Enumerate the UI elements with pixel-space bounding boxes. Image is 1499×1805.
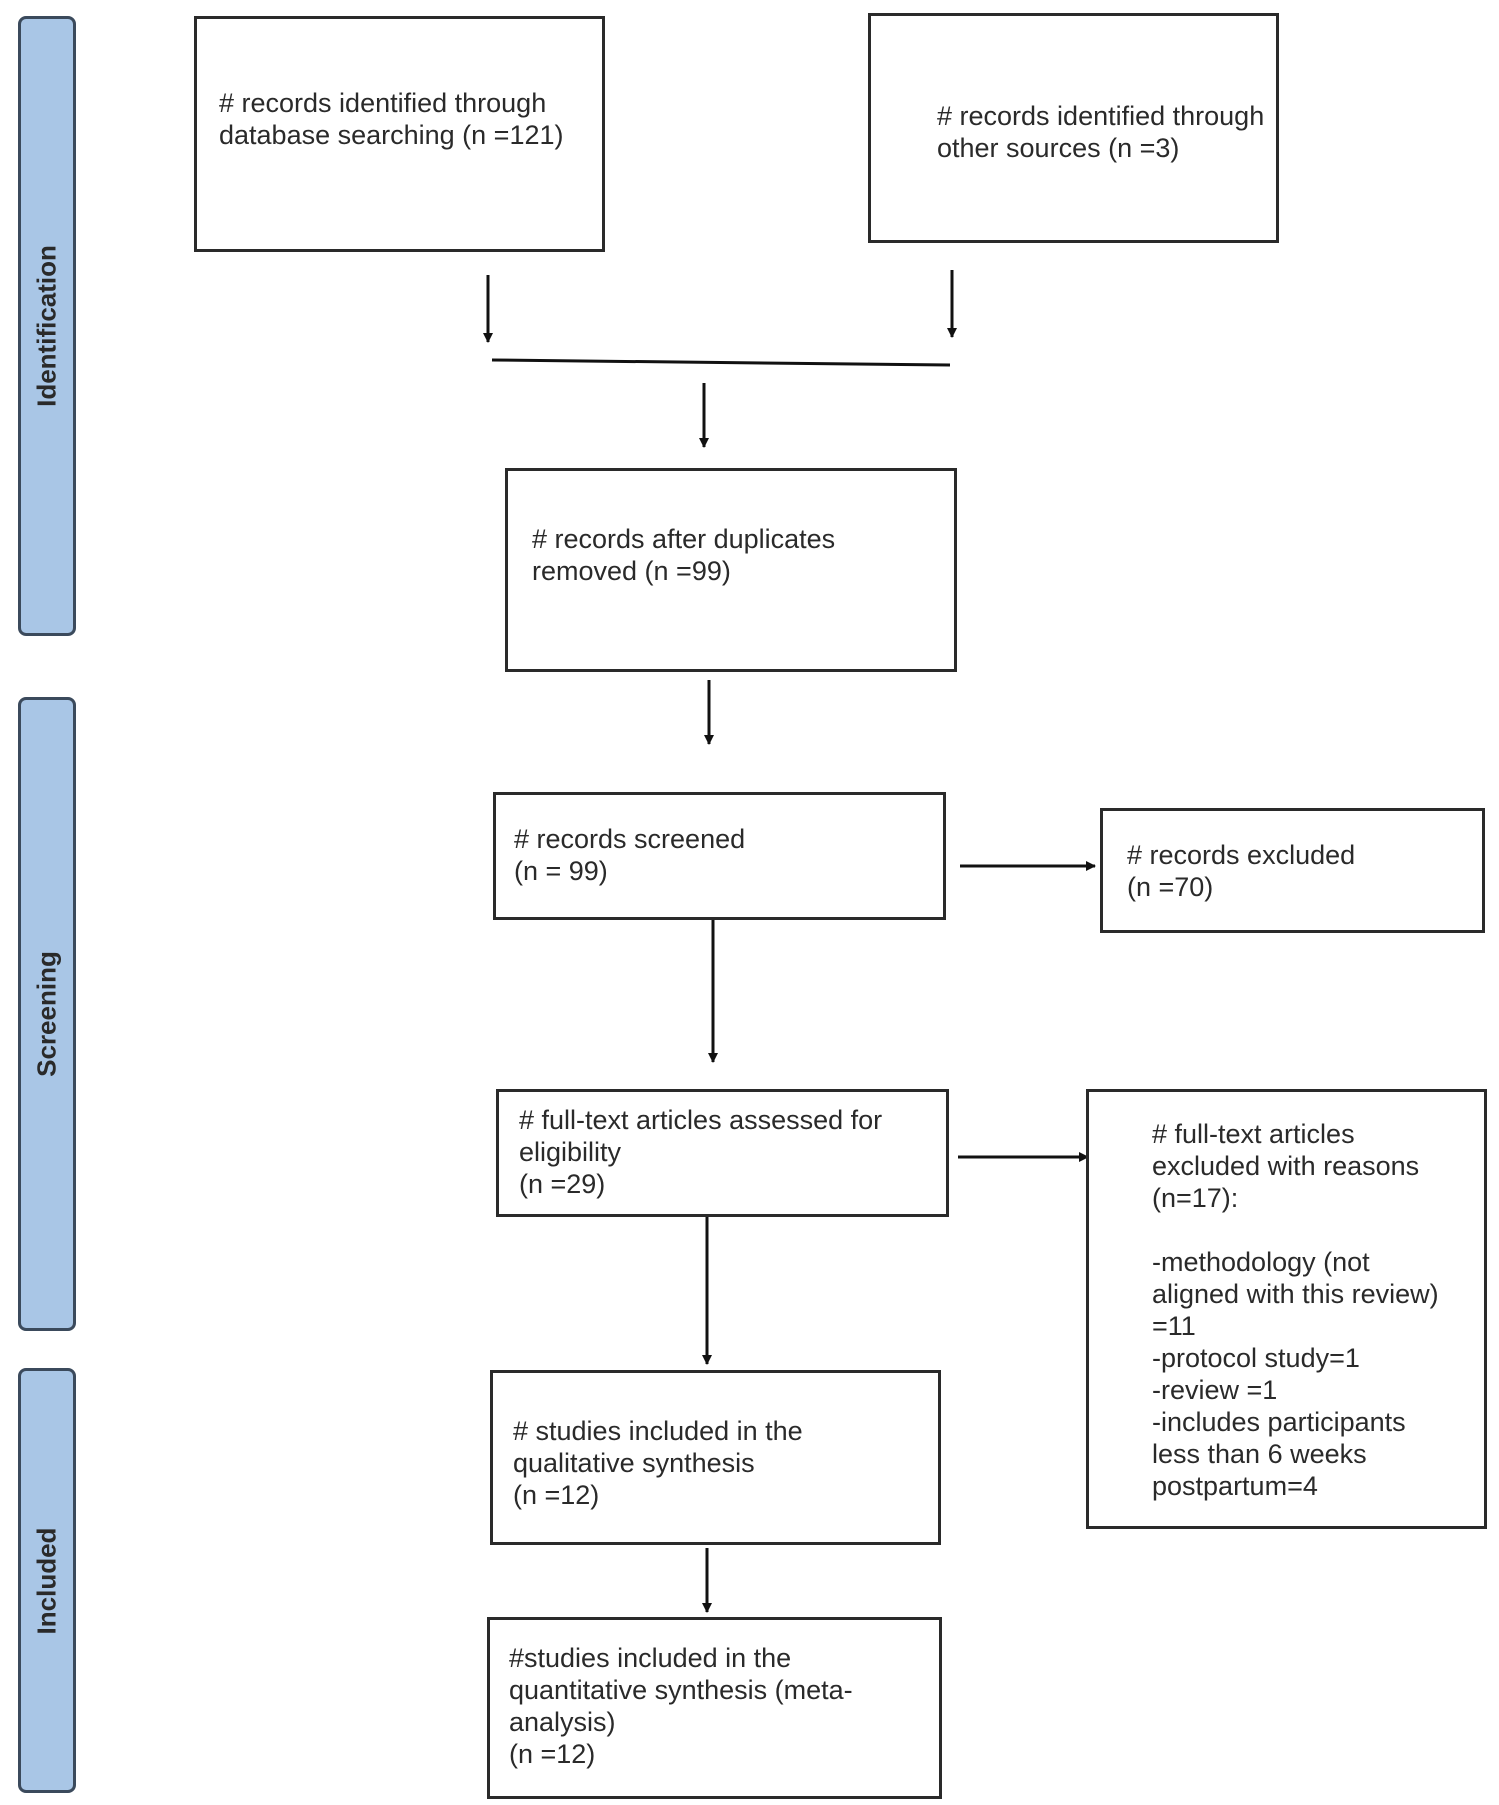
text-database-search: # records identified through database se…: [219, 88, 564, 150]
box-database-search: # records identified through database se…: [194, 16, 605, 252]
stage-tab-identification: Identification: [18, 16, 76, 636]
text-after-duplicates: # records after duplicates removed (n =9…: [532, 524, 836, 586]
stage-tab-screening: Screening: [18, 697, 76, 1331]
box-full-text-assessed: # full-text articles assessed for eligib…: [496, 1089, 949, 1217]
text-full-text-excluded: # full-text articles excluded with reaso…: [1152, 1119, 1439, 1501]
merge-line: [491, 358, 951, 367]
box-qualitative-synthesis: # studies included in the qualitative sy…: [490, 1370, 941, 1545]
box-full-text-excluded: # full-text articles excluded with reaso…: [1086, 1089, 1487, 1529]
box-after-duplicates: # records after duplicates removed (n =9…: [505, 468, 957, 672]
text-quantitative-synthesis: #studies included in the quantitative sy…: [509, 1643, 853, 1769]
box-records-screened: # records screened (n = 99): [493, 792, 946, 920]
box-other-sources: # records identified through other sourc…: [868, 13, 1279, 243]
text-full-text-assessed: # full-text articles assessed for eligib…: [519, 1105, 883, 1199]
text-qualitative-synthesis: # studies included in the qualitative sy…: [513, 1416, 803, 1510]
box-quantitative-synthesis: #studies included in the quantitative sy…: [487, 1617, 942, 1799]
text-records-excluded: # records excluded (n =70): [1127, 840, 1356, 902]
text-records-screened: # records screened (n = 99): [514, 824, 746, 886]
text-other-sources: # records identified through other sourc…: [937, 101, 1265, 163]
box-records-excluded: # records excluded (n =70): [1100, 808, 1485, 933]
stage-tab-included: Included: [18, 1368, 76, 1793]
